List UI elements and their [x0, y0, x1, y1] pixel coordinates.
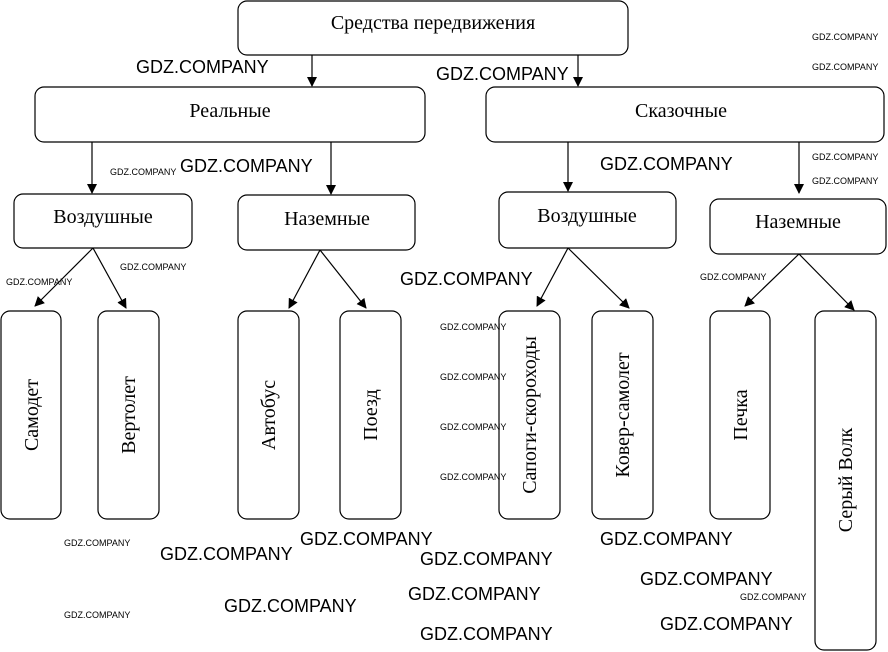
node-fairy-ground: Наземные — [709, 198, 887, 255]
watermark: GDZ.COMPANY — [160, 544, 293, 564]
leaf-vertolet: Вертолет — [97, 310, 160, 520]
watermark: GDZ.COMPANY — [64, 538, 130, 548]
leaf-pechka: Печка — [709, 310, 771, 520]
watermark: GDZ.COMPANY — [440, 322, 506, 332]
watermark: GDZ.COMPANY — [660, 614, 793, 634]
watermark: GDZ.COMPANY — [600, 154, 733, 174]
leaf-avtobus: Автобус — [237, 310, 300, 520]
watermark: GDZ.COMPANY — [600, 529, 733, 549]
leaf-volk: Серый Волк — [814, 310, 877, 651]
arrow-to-kover — [567, 247, 630, 309]
node-fairy: Сказочные — [485, 86, 885, 143]
node-real-ground-label: Наземные — [284, 208, 370, 230]
node-real-ground: Наземные — [237, 194, 416, 251]
leaf-samodet-label: Самодет — [21, 379, 43, 451]
leaf-vertolet-label: Вертолет — [118, 376, 140, 454]
leaf-kover: Ковер-самолет — [591, 310, 654, 520]
watermark: GDZ.COMPANY — [110, 167, 176, 177]
leaf-volk-label: Серый Волк — [835, 428, 857, 533]
watermark: GDZ.COMPANY — [812, 62, 878, 72]
watermark: GDZ.COMPANY — [136, 57, 269, 77]
edges — [34, 55, 855, 311]
arrow-to-avtobus — [288, 249, 321, 309]
node-root: Средства передвижения — [237, 0, 629, 56]
watermark: GDZ.COMPANY — [64, 610, 130, 620]
node-root-label: Средства передвижения — [331, 12, 535, 34]
watermark: GDZ.COMPANY — [420, 624, 553, 644]
leaf-poezd: Поезд — [339, 310, 402, 520]
watermark: GDZ.COMPANY — [224, 596, 357, 616]
watermark: GDZ.COMPANY — [120, 262, 186, 272]
watermarks: GDZ.COMPANY GDZ.COMPANY GDZ.COMPANY GDZ.… — [6, 32, 878, 644]
node-real-label: Реальные — [189, 100, 270, 122]
watermark: GDZ.COMPANY — [180, 156, 313, 176]
watermark: GDZ.COMPANY — [700, 272, 766, 282]
leaf-sapogi-label: Сапоги-скороходы — [519, 336, 541, 494]
leaf-poezd-label: Поезд — [360, 389, 382, 441]
watermark: GDZ.COMPANY — [812, 32, 878, 42]
watermark: GDZ.COMPANY — [812, 152, 878, 162]
watermark: GDZ.COMPANY — [400, 269, 533, 289]
watermark: GDZ.COMPANY — [6, 277, 72, 287]
watermark: GDZ.COMPANY — [640, 569, 773, 589]
watermark: GDZ.COMPANY — [436, 64, 569, 84]
node-fairy-ground-label: Наземные — [755, 211, 841, 233]
watermark: GDZ.COMPANY — [440, 422, 506, 432]
watermark: GDZ.COMPANY — [300, 529, 433, 549]
watermark: GDZ.COMPANY — [440, 372, 506, 382]
leaf-sapogi: Сапоги-скороходы — [498, 310, 561, 520]
watermark: GDZ.COMPANY — [812, 176, 878, 186]
leaf-kover-label: Ковер-самолет — [612, 352, 634, 477]
watermark: GDZ.COMPANY — [408, 584, 541, 604]
arrow-to-volk — [798, 253, 855, 311]
node-real-air-label: Воздушные — [53, 206, 153, 228]
node-fairy-air-label: Воздушные — [537, 205, 637, 227]
leaf-avtobus-label: Автобус — [258, 380, 280, 450]
arrow-to-poezd — [319, 249, 367, 309]
arrow-to-sapogi — [536, 247, 569, 307]
arrow-to-samodet — [34, 247, 94, 307]
node-real-air: Воздушные — [13, 193, 193, 249]
node-fairy-label: Сказочные — [635, 100, 727, 122]
leaf-samodet: Самодет — [0, 310, 62, 520]
node-real: Реальные — [34, 86, 426, 143]
arrow-to-vertolet — [92, 247, 127, 309]
watermark: GDZ.COMPANY — [740, 592, 806, 602]
leaf-pechka-label: Печка — [730, 389, 752, 440]
watermark: GDZ.COMPANY — [440, 472, 506, 482]
watermark: GDZ.COMPANY — [420, 549, 553, 569]
node-fairy-air: Воздушные — [498, 191, 677, 249]
arrow-to-pechka — [744, 253, 800, 307]
